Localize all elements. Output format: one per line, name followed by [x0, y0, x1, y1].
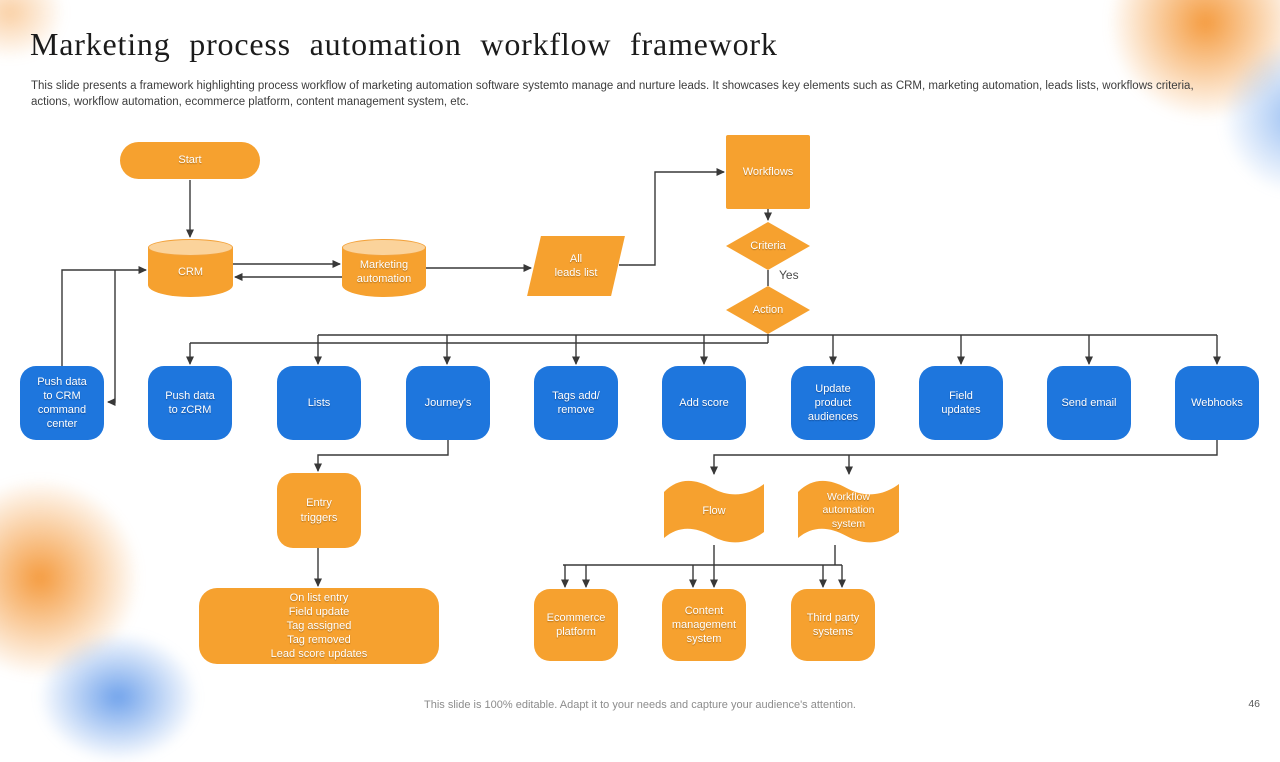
flow-node-marketing-automation: Marketing automation [342, 239, 426, 297]
flow-node-criteria: Criteria [726, 222, 810, 270]
trigger-events-label: On list entry Field update Tag assigned … [270, 591, 368, 661]
action-box-label: Send email [1061, 396, 1117, 409]
action-box-label: Journey's [424, 396, 472, 409]
flow-node-marketing-automation-label: Marketing automation [356, 258, 412, 285]
cylinder-top [342, 239, 426, 256]
node-trigger-events-list: On list entry Field update Tag assigned … [199, 588, 439, 664]
action-box-label: Push data to CRM command center [37, 375, 87, 431]
node-content-management-system: Content management system [662, 589, 746, 661]
action-box-label: Tags add/ remove [552, 389, 600, 416]
action-box-label: Add score [679, 396, 729, 409]
node-flow-flag: Flow [664, 476, 764, 546]
action-box-push-data-zcrm: Push data to zCRM [148, 366, 232, 440]
node-ecommerce-platform: Ecommerce platform [534, 589, 618, 661]
footer-note: This slide is 100% editable. Adapt it to… [424, 699, 856, 711]
flow-node-crm: CRM [148, 239, 233, 297]
decor-blob-bottom-left-blue [38, 632, 198, 762]
action-box-tags-add-remove: Tags add/ remove [534, 366, 618, 440]
flow-node-action: Action [726, 286, 810, 334]
wave-flag-shape [664, 480, 764, 543]
slide-description: This slide presents a framework highligh… [31, 80, 1194, 108]
third-party-systems-label: Third party systems [806, 611, 860, 638]
action-box-send-email: Send email [1047, 366, 1131, 440]
slide-title: Marketing process automation workflow fr… [30, 26, 778, 62]
ecommerce-platform-label: Ecommerce platform [546, 611, 606, 638]
flow-node-crm-label: CRM [177, 265, 204, 278]
flow-node-all-leads-list: All leads list [527, 236, 625, 296]
wave-flag-shape [798, 480, 899, 543]
action-box-field-updates: Field updates [919, 366, 1003, 440]
flow-node-action-label: Action [752, 303, 784, 316]
entry-triggers-label: Entry triggers [300, 497, 338, 524]
action-box-label: Webhooks [1191, 396, 1243, 409]
node-entry-triggers: Entry triggers [277, 473, 361, 548]
node-third-party-systems: Third party systems [791, 589, 875, 661]
flow-node-start: Start [120, 142, 260, 179]
decor-blob-left-orange [0, 478, 140, 678]
action-box-label: Push data to zCRM [165, 389, 215, 416]
criteria-yes-label: Yes [779, 268, 799, 282]
node-workflow-automation-system-flag: Workflow automation system [798, 476, 899, 546]
action-box-lists: Lists [277, 366, 361, 440]
flow-node-all-leads-list-label: All leads list [554, 252, 598, 279]
cylinder-top [148, 239, 233, 256]
workflow-automation-system-label: Workflow automation system [822, 490, 875, 530]
action-box-add-score: Add score [662, 366, 746, 440]
flow-node-criteria-label: Criteria [750, 239, 786, 252]
action-box-label: Lists [307, 396, 331, 409]
flow-flag-label: Flow [702, 504, 726, 517]
action-box-label: Update product audiences [807, 382, 859, 424]
decor-blob-right-blue [1222, 40, 1280, 195]
action-box-label: Field updates [941, 389, 981, 416]
flow-node-workflows: Workflows [726, 135, 810, 209]
action-box-update-product-audiences: Update product audiences [791, 366, 875, 440]
content-management-system-label: Content management system [671, 604, 737, 646]
flow-node-start-label: Start [178, 154, 202, 167]
flow-node-workflows-label: Workflows [742, 165, 794, 178]
action-box-journeys: Journey's [406, 366, 490, 440]
action-box-webhooks: Webhooks [1175, 366, 1259, 440]
page-number: 46 [1248, 698, 1260, 710]
action-box-push-data-crm-command-center: Push data to CRM command center [20, 366, 104, 440]
